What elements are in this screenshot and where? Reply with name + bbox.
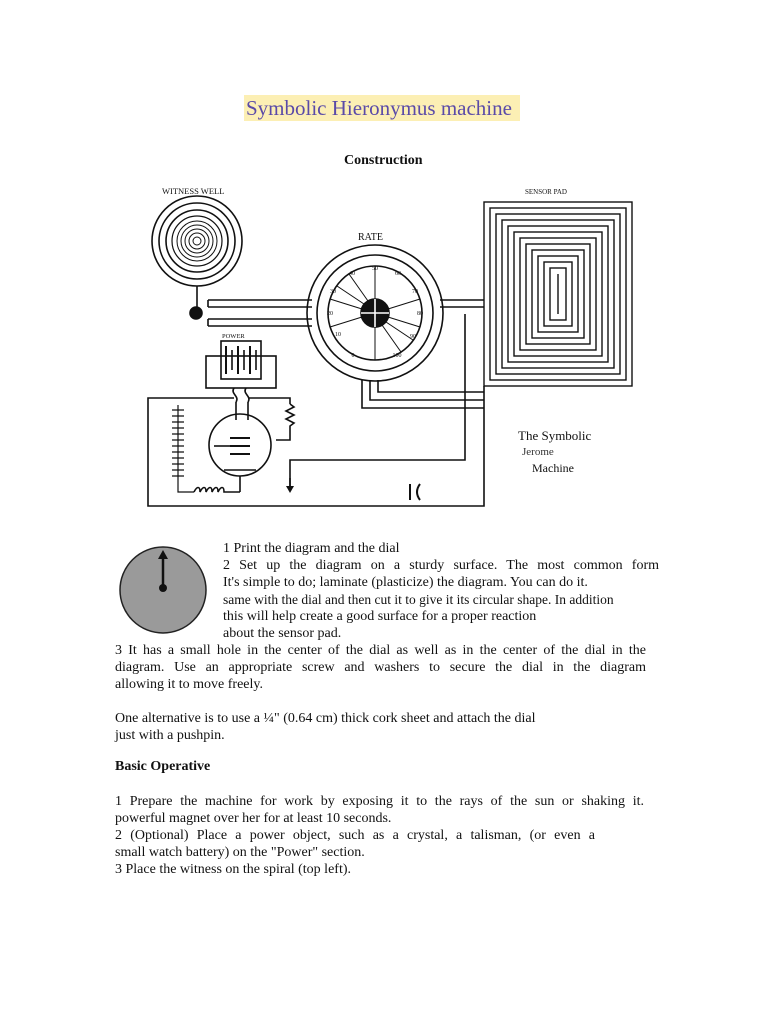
power-section bbox=[205, 340, 296, 441]
caption-line-3: Machine bbox=[532, 461, 574, 475]
step-2-line-1: 2 Set up the diagram on a sturdy surface… bbox=[223, 558, 659, 573]
witness-well-label: WITNESS WELL bbox=[162, 186, 224, 196]
step-3-line-2: diagram. Use an appropriate screw and wa… bbox=[115, 660, 646, 675]
caption-line-1: The Symbolic bbox=[518, 428, 592, 443]
operative-1-line-1: 1 Prepare the machine for work by exposi… bbox=[115, 794, 644, 809]
machine-diagram: WITNESS WELL SENSOR PAD RATE POWER 0 10 … bbox=[147, 186, 633, 507]
inductor-coil bbox=[172, 405, 194, 493]
step-2-line-4: this will help create a good surface for… bbox=[223, 609, 537, 624]
operative-2-line-2: small watch battery) on the "Power" sect… bbox=[115, 845, 365, 860]
dial-number: 80 bbox=[417, 311, 423, 317]
operative-2-line-1: 2 (Optional) Place a power object, such … bbox=[115, 828, 595, 843]
dial-number: 70 bbox=[412, 289, 418, 295]
operative-1-line-2: powerful magnet over her for at least 10… bbox=[115, 811, 392, 826]
witness-well-spiral bbox=[151, 195, 243, 312]
dial-number: 20 bbox=[327, 311, 333, 317]
step-3-line-3: allowing it to move freely. bbox=[115, 677, 263, 692]
dial-number: 50 bbox=[372, 266, 378, 272]
step-2-line-3: same with the dial and then cut it to gi… bbox=[223, 592, 614, 607]
dial-number: 10 bbox=[335, 332, 341, 338]
page-title: Symbolic Hieronymus machine bbox=[244, 95, 520, 121]
caption-line-2: Jerome bbox=[522, 446, 554, 458]
dial-number: 60 bbox=[395, 271, 401, 277]
dial-number: 40 bbox=[349, 271, 355, 277]
alternative-line-2: just with a pushpin. bbox=[115, 728, 225, 743]
sensor-pad-label: SENSOR PAD bbox=[525, 188, 567, 196]
step-1: 1 Print the diagram and the dial bbox=[223, 541, 400, 556]
power-label: POWER bbox=[222, 333, 245, 340]
alternative-line-1: One alternative is to use a ¼" (0.64 cm)… bbox=[115, 711, 536, 726]
operative-3: 3 Place the witness on the spiral (top l… bbox=[115, 862, 351, 877]
capacitor bbox=[409, 483, 421, 501]
step-2-line-2: It's simple to do; laminate (plasticize)… bbox=[223, 575, 588, 590]
dial-figure bbox=[119, 546, 207, 634]
witness-terminal bbox=[189, 306, 203, 320]
bottom-coil bbox=[193, 486, 240, 493]
dial-number: 30 bbox=[330, 289, 336, 295]
dial-number: 100 bbox=[393, 353, 402, 359]
vacuum-tube bbox=[208, 413, 272, 492]
step-2-line-5: about the sensor pad. bbox=[223, 626, 342, 641]
sensor-pad-spiral bbox=[483, 201, 633, 387]
construction-heading: Construction bbox=[344, 153, 423, 168]
dial-number: 90 bbox=[410, 334, 416, 340]
step-3-line-1: 3 It has a small hole in the center of t… bbox=[115, 643, 646, 658]
basic-operative-heading: Basic Operative bbox=[115, 759, 211, 774]
rate-label: RATE bbox=[358, 232, 383, 243]
rate-dial bbox=[306, 244, 444, 382]
dial-scale: 0 10 20 30 40 50 60 70 80 90 100 bbox=[327, 266, 423, 359]
dial-number: 0 bbox=[352, 353, 355, 359]
